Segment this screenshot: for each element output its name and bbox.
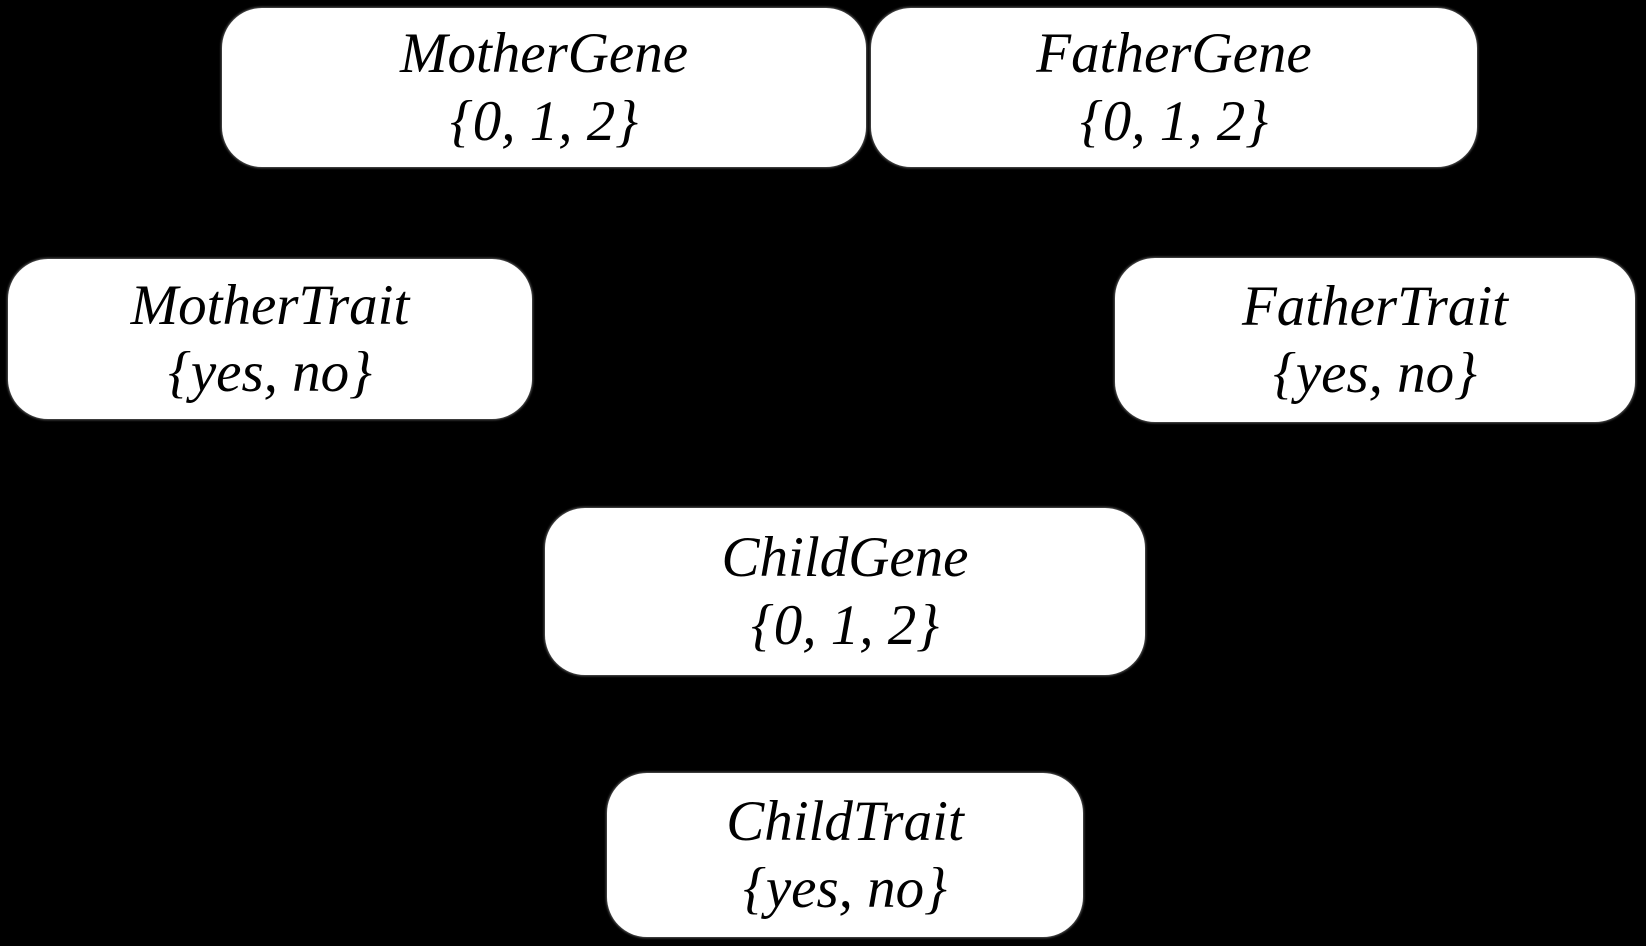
- node-mother-gene-domain: {0, 1, 2}: [449, 89, 639, 153]
- node-child-gene-label: ChildGene: [721, 526, 969, 590]
- node-mother-gene: MotherGene {0, 1, 2}: [222, 8, 866, 167]
- node-child-gene: ChildGene {0, 1, 2}: [545, 508, 1145, 675]
- node-child-trait-domain: {yes, no}: [743, 857, 947, 920]
- node-child-trait-label: ChildTrait: [726, 789, 964, 853]
- node-father-gene-label: FatherGene: [1036, 22, 1312, 86]
- node-mother-trait-label: MotherTrait: [130, 273, 410, 337]
- node-mother-gene-label: MotherGene: [399, 22, 689, 86]
- node-father-gene: FatherGene {0, 1, 2}: [871, 8, 1477, 167]
- node-child-gene-domain: {0, 1, 2}: [750, 593, 940, 657]
- node-father-trait-domain: {yes, no}: [1273, 342, 1477, 405]
- node-father-gene-domain: {0, 1, 2}: [1079, 89, 1269, 153]
- node-father-trait-label: FatherTrait: [1241, 274, 1509, 338]
- node-child-trait: ChildTrait {yes, no}: [607, 773, 1083, 937]
- node-mother-trait-domain: {yes, no}: [168, 341, 372, 404]
- node-mother-trait: MotherTrait {yes, no}: [8, 259, 532, 419]
- node-father-trait: FatherTrait {yes, no}: [1115, 258, 1635, 422]
